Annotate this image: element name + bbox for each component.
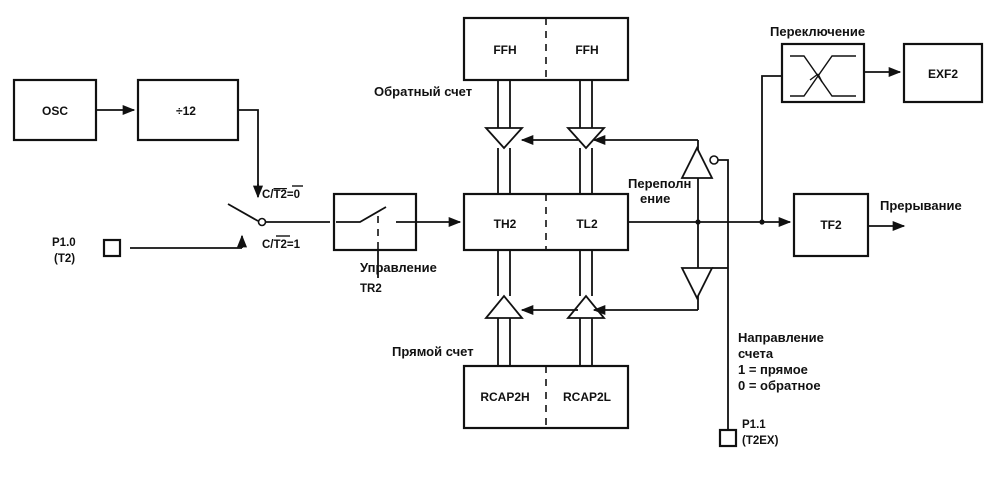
- rcap2h-label: RCAP2H: [480, 390, 529, 404]
- control-label: Управление: [360, 260, 437, 275]
- tl2-label: TL2: [576, 217, 598, 231]
- th2-label: TH2: [494, 217, 517, 231]
- osc-block: OSC: [12, 78, 98, 142]
- direction-label-line2: счета: [738, 346, 774, 361]
- osc-label: OSC: [42, 104, 68, 118]
- switching-block: [780, 42, 866, 104]
- gate-switch-blade: [336, 206, 387, 223]
- mode-switch-pivot: [257, 217, 267, 227]
- tr2-label: TR2: [360, 283, 382, 295]
- divider-label: ÷12: [176, 104, 196, 118]
- rcap2l-label: RCAP2L: [563, 390, 611, 404]
- switch-arrow-mark: [809, 73, 823, 83]
- direction-label-line3: 1 = прямое: [738, 362, 808, 377]
- count-down-label: Обратный счет: [374, 84, 472, 99]
- ct2-zero-label: C/T2=0: [262, 189, 300, 201]
- count-up-label: Прямой счет: [392, 344, 474, 359]
- rcap-buffer-left: [484, 294, 524, 319]
- switch-feed-wire: [761, 75, 782, 222]
- p11-label-line1: P1.1: [742, 419, 766, 431]
- ffh-buffer-left: [483, 127, 525, 150]
- switch-path-b: [790, 55, 856, 97]
- rcap-buffer-right: [566, 294, 606, 319]
- ffh-to-tl2-bus: [579, 148, 593, 194]
- overflow-label-line2: ение: [640, 191, 670, 206]
- direction-label-line4: 0 = обратное: [738, 378, 821, 393]
- exf2-label: EXF2: [928, 67, 958, 81]
- mode-switch-blade: [227, 203, 259, 222]
- tf2-label: TF2: [820, 218, 842, 232]
- interrupt-label: Прерывание: [880, 198, 962, 213]
- divider-block: ÷12: [136, 78, 240, 142]
- p10-label-line2: (T2): [54, 253, 75, 265]
- direction-wire: [718, 159, 729, 430]
- ct2-one-label: C/T2=1: [262, 239, 301, 251]
- rcap2h-bus: [497, 318, 511, 366]
- rcap2l-bus: [579, 318, 593, 366]
- tr2-gate: [332, 192, 418, 252]
- ffh-left-label: FFH: [493, 43, 516, 57]
- ffh-bus-right: [579, 80, 593, 128]
- exf2-block: EXF2: [902, 42, 984, 104]
- inverter-bubble: [709, 155, 719, 165]
- p11-pin: [718, 428, 738, 448]
- tl2-rcap-bus: [579, 250, 593, 296]
- ffh-right-label: FFH: [575, 43, 598, 57]
- overflow-label-line1: Переполн: [628, 176, 691, 191]
- rcap-register: RCAP2H RCAP2L: [462, 364, 630, 430]
- tf2-block: TF2: [792, 192, 870, 258]
- switching-label: Переключение: [770, 24, 865, 39]
- ffh-register: FFH FFH: [462, 16, 630, 82]
- ffh-bus-left: [497, 80, 511, 128]
- th2-rcap-bus: [497, 250, 511, 296]
- ffh-buffer-right: [565, 127, 607, 150]
- up-direction-buffer: [680, 267, 714, 301]
- counter-register: TH2 TL2: [462, 192, 630, 252]
- p11-label-line2: (T2EX): [742, 435, 779, 447]
- down-direction-inverter: [680, 145, 714, 179]
- ffh-to-th2-bus: [497, 148, 511, 194]
- p10-label-line1: P1.0: [52, 237, 76, 249]
- direction-label-line1: Направление: [738, 330, 824, 345]
- p10-pin: [102, 238, 122, 258]
- divider-output-wire: [238, 109, 259, 194]
